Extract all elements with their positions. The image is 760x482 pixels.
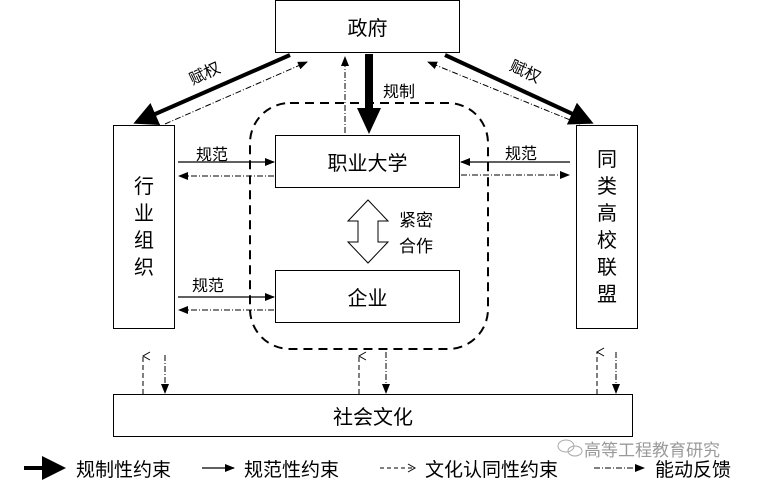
node-industry-organization-char: 织	[134, 255, 154, 279]
legend-symbol-dashed-head	[407, 463, 417, 473]
node-peer-alliance-char: 盟	[597, 282, 617, 306]
empower-arrow-left	[133, 53, 291, 125]
empower-arrow-right	[444, 53, 594, 125]
close-cooperation-double-arrow	[346, 199, 390, 264]
wechat-icon	[557, 439, 583, 457]
node-industry-organization-char: 组	[134, 228, 154, 252]
node-peer-alliance-char: 校	[597, 228, 617, 252]
feedback-arrow-alliance-to-gov	[427, 61, 581, 125]
node-social-culture-label: 社会文化	[333, 405, 413, 429]
node-enterprise-label: 企业	[347, 286, 388, 310]
regulate-arrowhead	[357, 108, 381, 134]
node-peer-alliance-char: 类	[597, 174, 617, 198]
label-norm-industry-univ: 规范	[196, 145, 229, 164]
label-close-cooperation-1: 紧密	[399, 211, 433, 231]
label-regulate: 规制	[383, 82, 416, 101]
label-close-cooperation-2: 合作	[399, 237, 433, 257]
feedback-arrow-industry-to-gov	[164, 61, 308, 125]
node-vocational-university-label: 职业大学	[327, 151, 408, 175]
legend-regulative-constraint: 规制性约束	[76, 459, 172, 481]
node-industry-organization-char: 行	[134, 174, 154, 198]
node-industry-organization-char: 业	[134, 201, 154, 225]
legend-active-feedback: 能动反馈	[655, 459, 732, 481]
node-peer-alliance-char: 高	[597, 201, 617, 225]
node-peer-university-alliance: 同 类 高 校 联 盟	[576, 125, 638, 329]
node-industry-organization: 行 业 组 织	[113, 125, 175, 329]
node-government-label: 政府	[347, 16, 388, 40]
watermark: 高等工程教育研究	[584, 441, 720, 461]
node-peer-alliance-char: 联	[597, 255, 617, 279]
node-enterprise: 企业	[275, 270, 460, 323]
node-vocational-university: 职业大学	[275, 135, 460, 188]
label-norm-alliance-univ: 规范	[505, 144, 538, 163]
node-government: 政府	[275, 0, 460, 53]
node-social-culture: 社会文化	[113, 394, 633, 437]
legend-cultural-cognitive-constraint: 文化认同性约束	[425, 459, 559, 481]
node-peer-alliance-char: 同	[597, 147, 617, 171]
label-norm-industry-enterprise: 规范	[192, 276, 225, 295]
legend-normative-constraint: 规范性约束	[244, 459, 340, 481]
